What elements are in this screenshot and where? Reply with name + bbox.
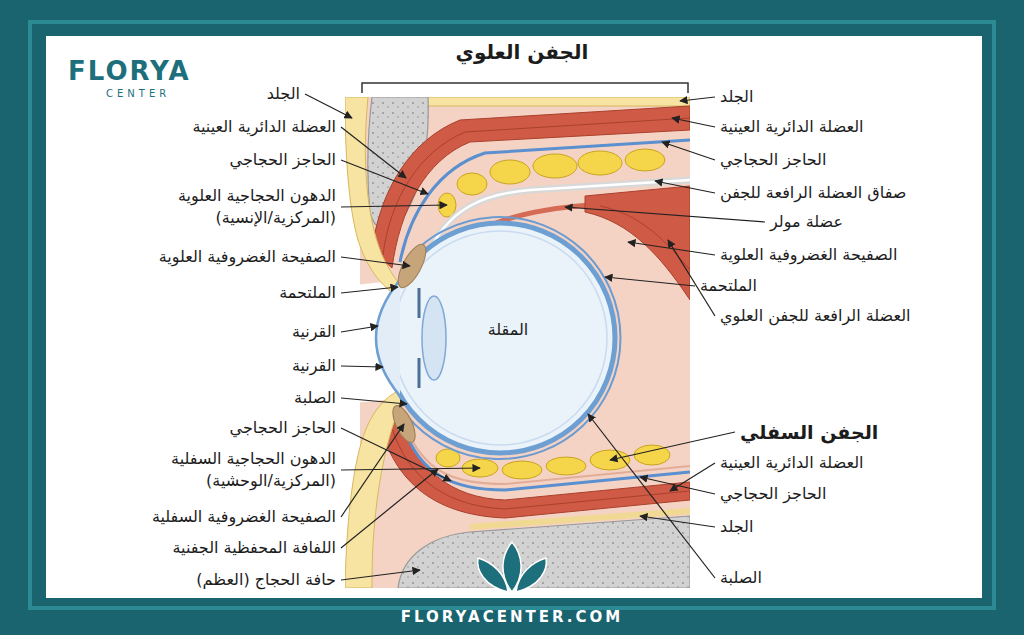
leader-line <box>672 118 715 127</box>
leader-line <box>341 366 383 367</box>
part-label: الجلد <box>720 86 753 108</box>
cornea-fill <box>376 280 400 396</box>
leader-line <box>588 414 715 578</box>
lower-bone <box>398 516 690 588</box>
leader-line <box>341 205 447 207</box>
part-label: القرنية <box>292 355 336 377</box>
title: الجفن العلوي <box>456 39 589 65</box>
fat-lobule <box>457 173 487 195</box>
leaf <box>516 558 546 592</box>
part-label: العضلة الدائرية العينية <box>192 116 336 138</box>
part-label: الصفيحة الغضروفية السفلية <box>152 506 336 528</box>
part-label: اللفافة المحفظية الجفنية <box>173 537 336 559</box>
leader-line <box>670 463 715 491</box>
fat-lobule <box>546 457 586 475</box>
upper-lid-bracket <box>362 83 688 93</box>
white-panel <box>46 36 982 598</box>
palpebral-fissure <box>345 280 402 404</box>
part-label: الحاجز الحجاجي <box>720 149 826 171</box>
leader-line <box>341 257 410 266</box>
part-label: حافة الحجاج (العظم) <box>196 569 336 591</box>
leader-line <box>680 97 715 101</box>
fat-lobule <box>578 151 622 175</box>
part-label: العضلة الدائرية العينية <box>720 452 864 474</box>
part-label: الحاجز الحجاجي <box>230 417 336 439</box>
part-label: الصفيحة الغضروفية العلوية <box>720 244 897 266</box>
watermark: FLORYACENTER.COM <box>401 607 623 627</box>
soft-tissue <box>360 97 690 588</box>
part-label: الصلبة <box>720 567 762 589</box>
frame-band <box>30 22 994 608</box>
leader-line <box>610 432 735 460</box>
region-label: الجفن السفلي <box>740 420 878 444</box>
part-label: الصلبة <box>294 387 336 409</box>
leader-line <box>640 516 715 527</box>
leader-line <box>305 94 352 118</box>
leader-line <box>628 242 715 255</box>
part-label: الملتحمة <box>700 275 757 297</box>
part-label: الملتحمة <box>279 282 336 304</box>
leader-line <box>341 160 428 194</box>
leader-line <box>341 424 404 517</box>
eyeball-label: المقلة <box>488 319 529 341</box>
eyeball-inner-ring <box>393 231 607 445</box>
leader-lines <box>305 94 765 580</box>
part-label: الدهون الحجاجية العلوية (المركزية/الإنسي… <box>106 185 336 229</box>
watermark: FLORYA <box>68 56 191 86</box>
part-label: الحاجز الحجاجي <box>720 483 826 505</box>
part-label: القرنية <box>292 321 336 343</box>
part-label: العضلة الرافعة للجفن العلوي <box>720 305 910 327</box>
leader-line <box>341 469 438 548</box>
fat-lobule <box>533 154 577 178</box>
part-label: الجلد <box>267 83 300 105</box>
watermark: CENTER <box>106 88 170 100</box>
leader-line <box>341 127 406 178</box>
eyeball <box>385 223 615 453</box>
part-label: عضلة مولر <box>770 211 843 233</box>
iris <box>418 288 421 388</box>
part-label: الدهون الحجاجية السفلية (المركزية/الوحشي… <box>106 448 336 492</box>
part-label: الجلد <box>720 516 753 538</box>
fat-lobule <box>625 149 665 171</box>
part-label: العضلة الدائرية العينية <box>720 116 864 138</box>
part-label: صفاق العضلة الرافعة للجفن <box>720 182 906 204</box>
fat-lobule <box>502 461 542 479</box>
leader-line <box>605 277 695 286</box>
leader-line <box>565 207 765 222</box>
leader-line <box>341 570 420 580</box>
fat-lobule <box>490 160 530 184</box>
logo-leaf <box>478 542 547 592</box>
part-label: الصفيحة الغضروفية العلوية <box>159 246 336 268</box>
cornea <box>376 280 400 396</box>
leader-line <box>341 326 378 332</box>
leader-line <box>341 287 398 293</box>
leader-line <box>662 142 715 160</box>
lens <box>422 296 446 380</box>
leader-line <box>655 181 715 193</box>
skin-strip <box>400 97 690 106</box>
leader-line <box>341 398 407 404</box>
part-label: الحاجز الحجاجي <box>230 149 336 171</box>
leader-line <box>341 468 480 470</box>
upper-tarsal-plate <box>393 241 431 292</box>
leaf <box>478 558 508 592</box>
leader-line <box>640 477 715 494</box>
